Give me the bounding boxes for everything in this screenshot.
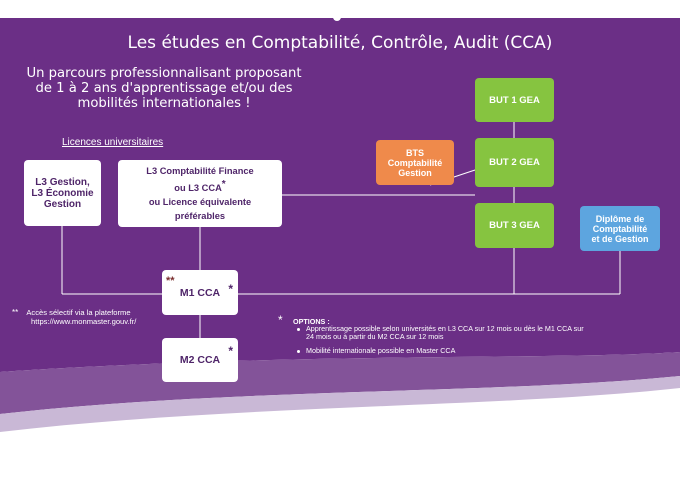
options-item1-line1: Apprentissage possible selon universités… [306,324,584,333]
options-star: * [278,313,283,327]
dcg-line1: Diplôme de [595,213,645,224]
bts-box: BTS Comptabilité Gestion [376,140,454,185]
options-item2: Mobilité internationale possible en Mast… [306,346,456,355]
options-bullet-2 [297,350,300,353]
but1-box: BUT 1 GEA [475,78,554,122]
m1-star: * [228,282,233,296]
l3-gestion-line2: L3 Économie [31,187,94,199]
page-title: Les études en Comptabilité, Contrôle, Au… [127,33,553,53]
dcg-line3: et de Gestion [591,233,649,244]
m2-star: * [228,344,233,358]
note-line1: Accès sélectif via la plateforme [26,308,131,317]
top-marker-dot [333,13,341,21]
l3-gestion-box: L3 Gestion, L3 Économie Gestion [24,160,101,226]
dcg-box: Diplôme de Comptabilité et de Gestion [580,206,660,251]
options-heading: OPTIONS : [293,317,330,326]
options-item1: Apprentissage possible selon universités… [306,325,584,341]
m1-cca-box: ** M1 CCA * [162,270,238,315]
options-bullet-1 [297,328,300,331]
note-stars: ** [12,308,19,317]
l3-cca-line3: ou Licence équivalente [148,197,252,208]
l3-cca-line4: préférables [174,211,226,222]
l3-gestion-line3: Gestion [43,198,82,210]
options-item1-line2: 24 mois ou à partir du M2 CCA sur 12 moi… [306,332,444,341]
note-line2: https://www.monmaster.gouv.fr/ [31,316,137,326]
intro-text: Un parcours professionnalisant proposant… [26,66,302,111]
m1-prefix-stars: ** [166,275,175,287]
m2-label: M2 CCA [179,354,221,366]
access-note: ** Accès sélectif via la plateforme http… [12,308,137,326]
m2-cca-box: M2 CCA * [162,338,238,382]
bts-line1: BTS [406,147,424,158]
dcg-line2: Comptabilité [592,223,648,234]
m1-label: M1 CCA [179,286,221,299]
l3-cca-box: L3 Comptabilité Finance ou L3 CCA* ou Li… [118,160,282,227]
but3-box: BUT 3 GEA [475,203,554,248]
but2-box: BUT 2 GEA [475,138,554,187]
l3-cca-line2: ou L3 CCA [174,183,222,194]
l3-cca-line1: L3 Comptabilité Finance [146,165,254,176]
l3-cca-line2-wrap: ou L3 CCA* [174,178,225,195]
licences-label: Licences universitaires [62,137,164,148]
l3-gestion-line1: L3 Gestion, [35,176,90,188]
bts-line3: Gestion [398,167,432,178]
bts-line2: Comptabilité [387,157,443,168]
l3-cca-star: * [221,178,226,190]
